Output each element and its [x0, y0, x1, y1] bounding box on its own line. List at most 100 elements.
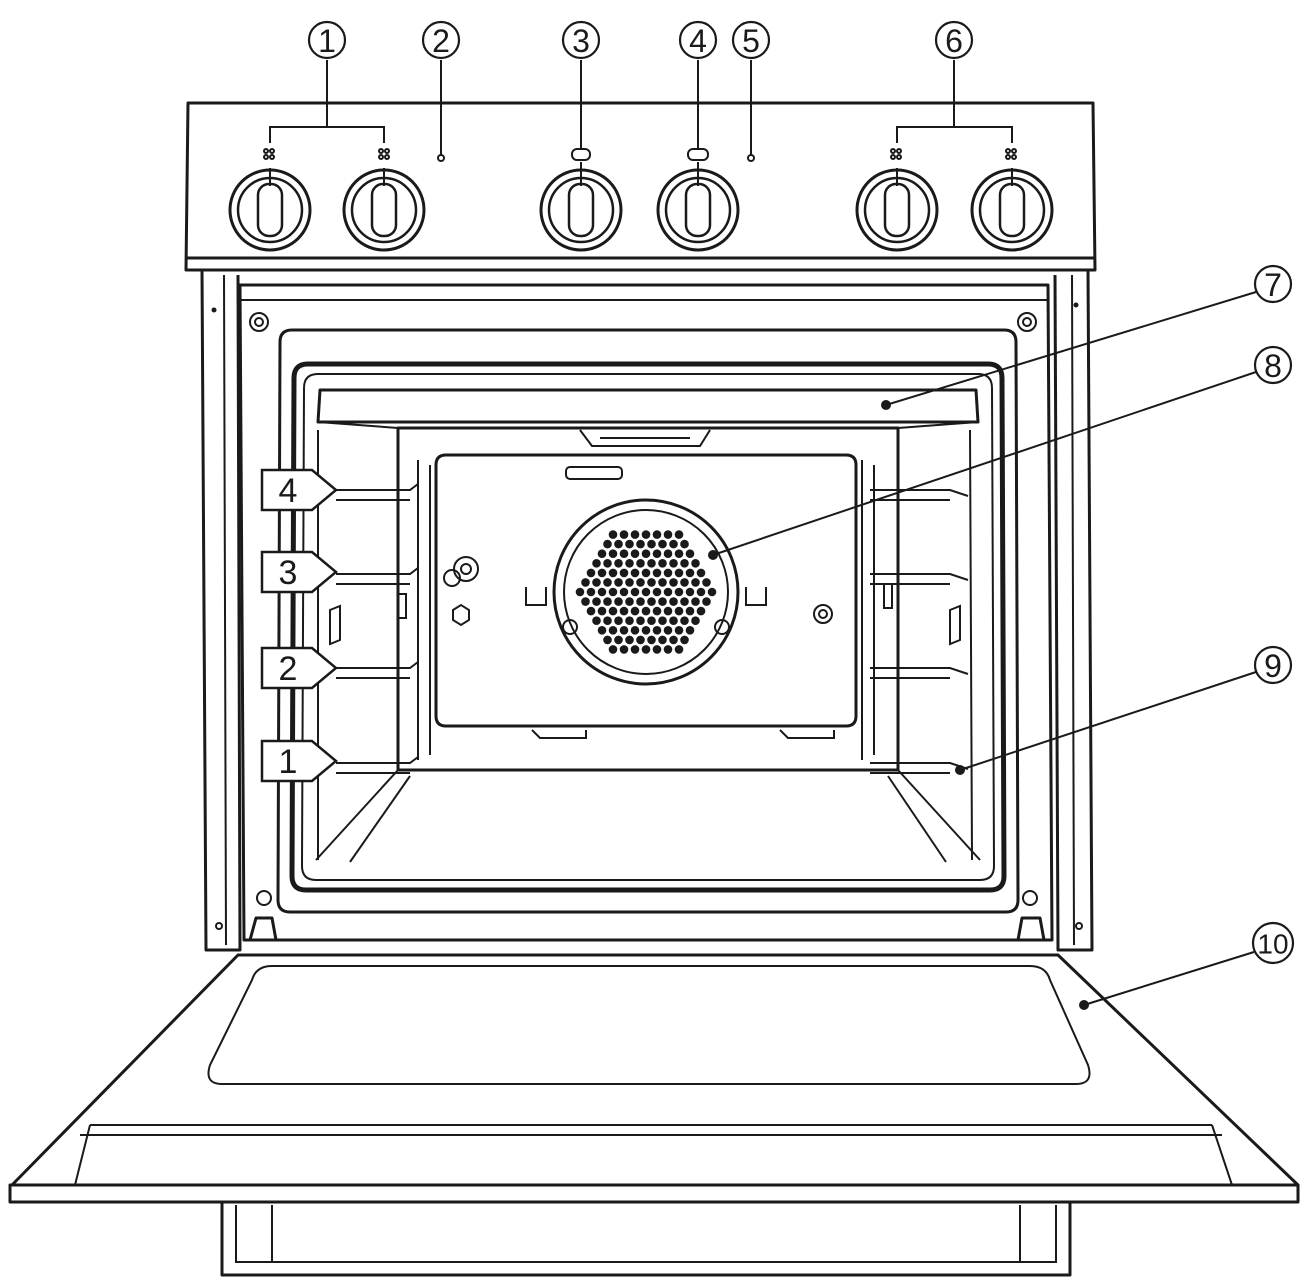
fan-hole	[630, 606, 640, 616]
fan-hole	[592, 597, 601, 606]
fan-hole	[647, 578, 656, 587]
callout-label-5: 5	[742, 23, 760, 59]
fan-cover	[552, 498, 740, 686]
fan-hole	[625, 578, 634, 587]
control-panel	[184, 101, 1097, 272]
fan-hole	[647, 616, 656, 625]
fan-hole	[685, 568, 695, 578]
fan-hole	[691, 616, 700, 625]
callout-2: 2	[421, 20, 461, 155]
oven-door	[8, 953, 1300, 1277]
shelf-label-3: 3	[279, 554, 298, 592]
fan-hole	[658, 635, 667, 645]
fan-hole	[652, 606, 662, 616]
fan-hole	[691, 597, 700, 606]
fan-hole	[619, 645, 629, 654]
fan-hole	[592, 616, 601, 625]
fan-hole	[685, 626, 695, 635]
callout-label-3: 3	[572, 23, 590, 59]
fan-hole	[581, 597, 590, 606]
callout-1: 1	[307, 20, 347, 127]
fan-hole	[647, 559, 656, 568]
fan-hole	[663, 626, 673, 635]
oven-function-knob[interactable]	[539, 162, 623, 252]
fan-hole	[669, 539, 678, 549]
callout-9: 9	[955, 645, 1293, 775]
fan-hole	[636, 559, 645, 568]
fan-hole	[603, 635, 612, 645]
fan-hole	[614, 597, 623, 606]
fan-hole	[636, 539, 645, 549]
knob-6a[interactable]	[855, 168, 939, 252]
fan-hole	[619, 587, 629, 597]
fan-hole	[641, 606, 651, 616]
fan-hole	[652, 587, 662, 597]
fan-hole	[641, 626, 651, 635]
fan-hole	[663, 530, 673, 539]
knob-1a[interactable]	[228, 168, 312, 252]
knob-1b[interactable]	[342, 168, 426, 252]
fan-hole	[674, 645, 684, 654]
callout-6: 6	[934, 20, 974, 127]
fan-hole	[608, 645, 618, 654]
fan-hole	[641, 549, 651, 558]
fan-hole	[669, 635, 678, 645]
fan-hole	[597, 568, 607, 578]
fan-hole	[630, 645, 640, 654]
fan-hole	[696, 587, 706, 597]
fan-hole	[680, 559, 689, 568]
fan-hole	[608, 587, 618, 597]
temperature-knob[interactable]	[656, 162, 740, 252]
fan-hole	[592, 559, 601, 568]
fan-hole	[685, 587, 695, 597]
fan-hole	[680, 616, 689, 625]
fan-hole	[647, 597, 656, 606]
fan-hole	[641, 568, 651, 578]
callout-label-2: 2	[432, 23, 450, 59]
fan-hole	[674, 626, 684, 635]
fan-hole	[674, 549, 684, 558]
fan-hole	[608, 549, 618, 558]
fan-hole	[674, 606, 684, 616]
fan-hole	[691, 578, 700, 587]
shelf-tag-4: 4	[260, 468, 338, 512]
oven-frame	[200, 269, 1094, 952]
fan-hole	[652, 549, 662, 558]
callout-7: 7	[881, 264, 1293, 410]
fan-hole	[674, 568, 684, 578]
fan-hole	[597, 587, 607, 597]
fan-hole	[636, 616, 645, 625]
callout-3: 3	[561, 20, 601, 148]
fan-hole	[630, 626, 640, 635]
fan-hole	[669, 597, 678, 606]
fan-hole	[663, 645, 673, 654]
callout-label-4: 4	[689, 23, 707, 59]
fan-hole	[625, 539, 634, 549]
fan-hole	[625, 616, 634, 625]
callout-label-7: 7	[1264, 267, 1282, 303]
fan-hole	[597, 626, 607, 635]
fan-hole	[669, 559, 678, 568]
fan-hole	[619, 549, 629, 558]
fan-hole	[586, 587, 596, 597]
fan-hole	[691, 559, 700, 568]
knob-6b[interactable]	[970, 168, 1054, 252]
fan-hole	[674, 587, 684, 597]
callout-label-6: 6	[945, 23, 963, 59]
fan-hole	[696, 606, 706, 616]
callouts: 1 2 3 4 5 6 7	[307, 20, 1295, 1010]
callout-10: 10	[1079, 921, 1295, 1010]
shelf-tag-1: 1	[260, 739, 338, 783]
fan-hole	[630, 530, 640, 539]
fan-hole	[603, 559, 612, 568]
fan-hole	[707, 587, 717, 597]
fan-hole	[608, 606, 618, 616]
shelf-tag-2: 2	[260, 646, 338, 690]
fan-hole	[619, 626, 629, 635]
fan-hole	[680, 578, 689, 587]
callout-5: 5	[731, 20, 771, 155]
fan-hole	[625, 559, 634, 568]
fan-hole	[603, 597, 612, 606]
fan-hole	[636, 597, 645, 606]
